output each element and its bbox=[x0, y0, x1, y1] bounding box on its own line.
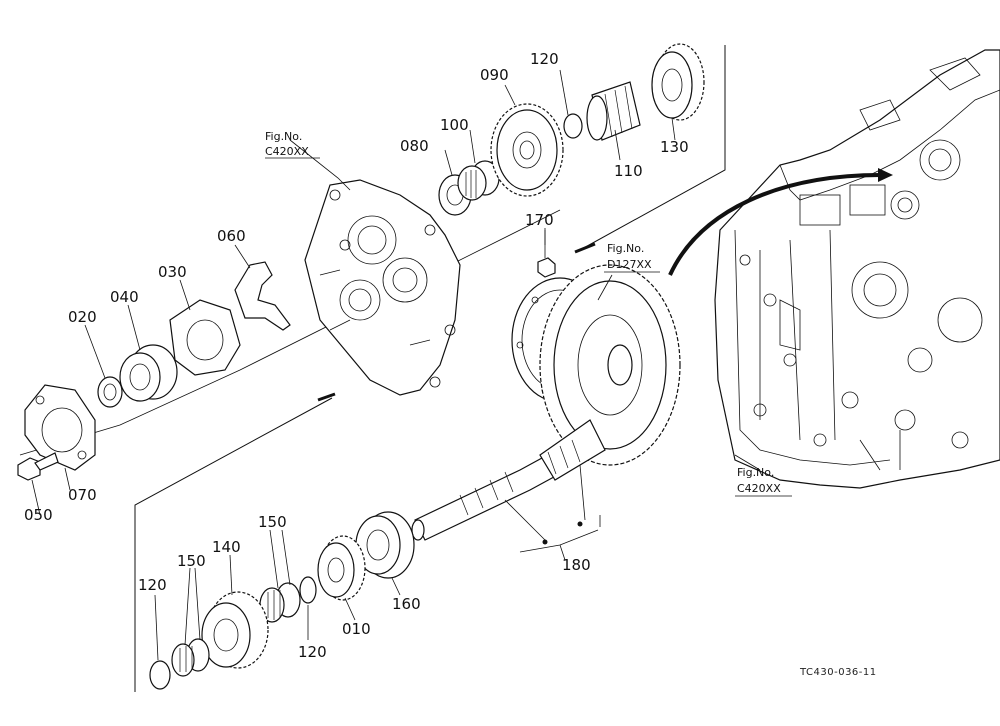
ref-c420-top-line2: C420XX bbox=[265, 145, 309, 158]
insertion-arrow bbox=[668, 168, 893, 276]
ref-c420-top-line1: Fig.No. bbox=[265, 130, 302, 143]
callout-030: 030 bbox=[158, 263, 187, 281]
part-040-bearing bbox=[119, 344, 178, 402]
callout-100: 100 bbox=[440, 116, 469, 134]
ref-d127-line1: Fig.No. bbox=[607, 242, 644, 255]
leader-lines bbox=[31, 69, 761, 661]
callout-150-right: 150 bbox=[258, 513, 287, 531]
part-110-sleeve bbox=[586, 81, 641, 141]
callout-090: 090 bbox=[480, 66, 509, 84]
drawing-code: TC430-036-11 bbox=[799, 667, 877, 678]
part-150-needle-bearing-left bbox=[171, 638, 210, 677]
ring-gear bbox=[539, 264, 681, 466]
callout-130: 130 bbox=[660, 138, 689, 156]
part-160-bearing bbox=[355, 511, 415, 579]
callout-labels: 010 020 030 040 050 060 070 080 090 100 … bbox=[24, 50, 689, 661]
part-010-gear bbox=[317, 535, 366, 601]
callout-070: 070 bbox=[68, 486, 97, 504]
part-120-snap-ring-middle bbox=[299, 576, 317, 604]
callout-080: 080 bbox=[400, 137, 429, 155]
ref-d127-line2: D127XX bbox=[607, 258, 652, 271]
callout-010: 010 bbox=[342, 620, 371, 638]
part-020-ring bbox=[97, 376, 123, 408]
part-120-snap-ring-top bbox=[563, 113, 583, 139]
part-090-gear bbox=[490, 103, 564, 197]
part-170-bolt bbox=[537, 230, 556, 278]
callout-050: 050 bbox=[24, 506, 53, 524]
part-100-needle-bearing bbox=[457, 160, 500, 201]
part-140-gear bbox=[201, 591, 269, 669]
transmission-case bbox=[714, 49, 1000, 489]
figure-references: Fig.No. C420XX Fig.No. D127XX Fig.No. C4… bbox=[265, 130, 792, 497]
part-050-bolt bbox=[17, 452, 59, 481]
part-150-needle-bearing-right bbox=[259, 582, 301, 623]
callout-170: 170 bbox=[525, 211, 554, 229]
callout-120-top: 120 bbox=[530, 50, 559, 68]
callout-120-bottom: 120 bbox=[138, 576, 167, 594]
callout-060: 060 bbox=[217, 227, 246, 245]
part-030-plate bbox=[169, 299, 241, 376]
ref-c420-right-line1: Fig.No. bbox=[737, 466, 774, 479]
part-070-cover bbox=[24, 384, 96, 471]
callout-160: 160 bbox=[392, 595, 421, 613]
part-180-pinion-shaft bbox=[411, 419, 606, 541]
callout-040: 040 bbox=[110, 288, 139, 306]
bearing-case bbox=[304, 179, 461, 396]
callout-020: 020 bbox=[68, 308, 97, 326]
callout-180: 180 bbox=[562, 556, 591, 574]
callout-150-left: 150 bbox=[177, 552, 206, 570]
callout-140: 140 bbox=[212, 538, 241, 556]
part-060-shift-fork bbox=[234, 261, 291, 331]
part-130-gear bbox=[651, 43, 705, 121]
ref-c420-right-line2: C420XX bbox=[737, 482, 781, 495]
part-120-snap-ring-bottom bbox=[149, 660, 171, 690]
callout-120-middle: 120 bbox=[298, 643, 327, 661]
callout-110: 110 bbox=[614, 162, 643, 180]
bracket-180 bbox=[504, 464, 601, 561]
